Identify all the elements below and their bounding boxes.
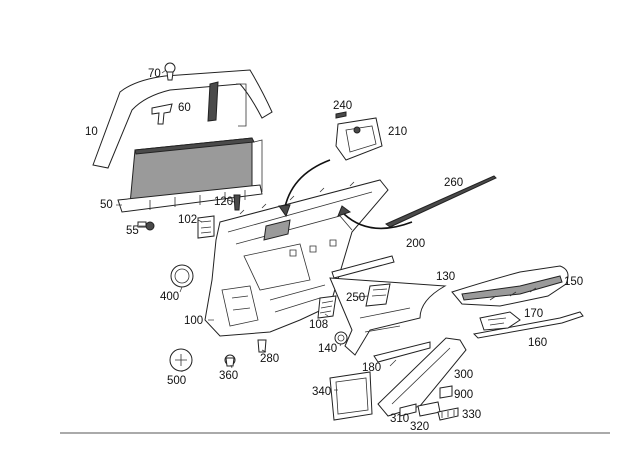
part-100-door-panel <box>204 179 389 337</box>
part-300-pocket-trim <box>377 337 467 417</box>
part-400-ring <box>170 264 194 288</box>
assembly-arrow-right <box>343 213 413 230</box>
callout-150: 150 <box>564 276 583 288</box>
callout-140: 140 <box>318 343 337 355</box>
part-170-bracket <box>479 311 521 331</box>
part-280-screw <box>257 339 267 353</box>
part-260-rod <box>385 175 497 228</box>
part-60-bracket <box>151 103 173 125</box>
callout-240: 240 <box>333 100 352 112</box>
callout-500: 500 <box>167 375 186 387</box>
callout-340: 340 <box>312 386 331 398</box>
part-120-screw <box>233 194 241 211</box>
part-102-module <box>197 215 215 239</box>
part-150-armrest <box>451 265 569 307</box>
callout-260: 260 <box>444 177 463 189</box>
part-900-connector <box>439 385 453 399</box>
callout-180: 180 <box>362 362 381 374</box>
part-180-lower-molding <box>373 341 431 363</box>
callout-330: 330 <box>462 409 481 421</box>
callout-10: 10 <box>85 126 98 138</box>
callout-200: 200 <box>406 238 425 250</box>
part-340-speaker-cover <box>329 371 373 421</box>
callout-70: 70 <box>148 68 161 80</box>
callout-100: 100 <box>184 315 203 327</box>
part-250-switch-panel <box>365 283 391 307</box>
part-330-clip <box>437 407 459 421</box>
callout-900: 900 <box>454 389 473 401</box>
part-210-handle-housing <box>335 117 383 161</box>
callout-210: 210 <box>388 126 407 138</box>
part-500-tool <box>169 348 193 372</box>
part-10-window-frame <box>92 69 273 169</box>
callout-108: 108 <box>309 319 328 331</box>
callout-160: 160 <box>528 337 547 349</box>
part-360-grommet <box>224 354 236 367</box>
callout-360: 360 <box>219 370 238 382</box>
callout-400: 400 <box>160 291 179 303</box>
callout-120: 120 <box>214 196 233 208</box>
assembly-arrowhead-right <box>337 205 352 217</box>
callout-300: 300 <box>454 369 473 381</box>
assembly-arrowhead-left <box>278 204 291 218</box>
callout-130: 130 <box>436 271 455 283</box>
callout-102: 102 <box>178 214 197 226</box>
callout-310: 310 <box>390 413 409 425</box>
part-50-sunshade <box>117 137 263 213</box>
part-310-clip <box>399 403 417 417</box>
callout-55: 55 <box>126 225 139 237</box>
part-108-grille <box>317 295 337 319</box>
callout-250: 250 <box>346 292 365 304</box>
leader-lines <box>116 69 397 391</box>
callout-50: 50 <box>100 199 113 211</box>
callout-320: 320 <box>410 421 429 433</box>
callout-280: 280 <box>260 353 279 365</box>
part-70-clip <box>164 62 176 81</box>
callout-60: 60 <box>178 102 191 114</box>
callout-170: 170 <box>524 308 543 320</box>
part-160-chrome-strip <box>472 311 584 339</box>
part-240-screw <box>335 111 347 119</box>
part-200-upper-strip <box>331 255 395 279</box>
